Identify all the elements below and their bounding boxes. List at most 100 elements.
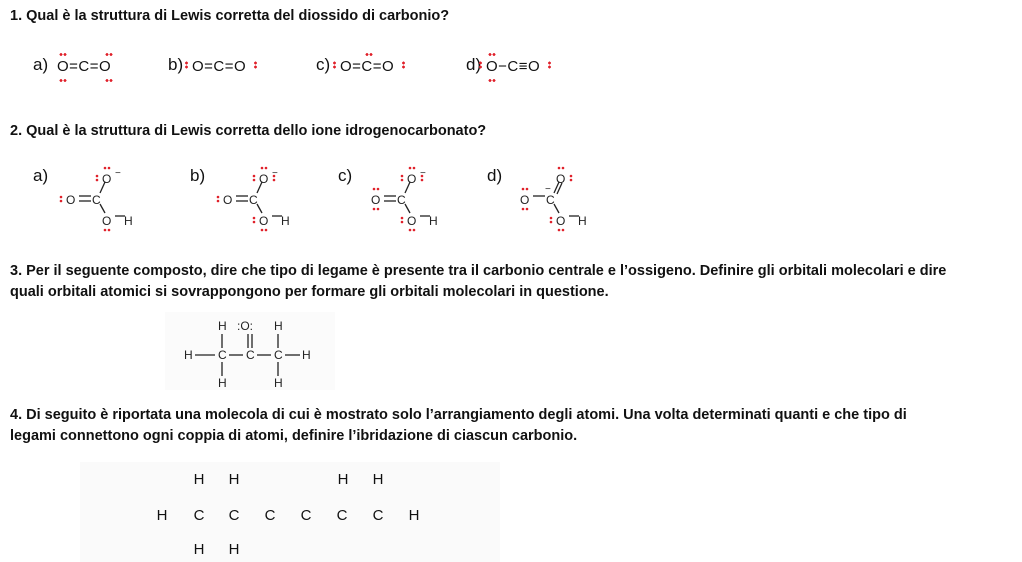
atom-o: O <box>371 193 380 207</box>
lone-pair-dot <box>95 178 99 182</box>
atom-c: C <box>193 507 205 524</box>
question-2-text: 2. Qual è la struttura di Lewis corretta… <box>10 123 487 139</box>
atom-o: O <box>407 172 416 186</box>
lone-pair-dots <box>185 61 188 69</box>
lone-pair-dot <box>549 216 553 220</box>
lone-pair-dot <box>569 178 573 182</box>
atom-h: H <box>184 348 193 362</box>
lone-pair-dot <box>216 199 220 203</box>
lone-pair-dot <box>260 166 264 170</box>
atom-h: H <box>228 541 240 558</box>
atom-o: O <box>102 172 111 186</box>
atom-h: H <box>218 376 227 390</box>
atom-o: O <box>223 193 232 207</box>
atom-h: H <box>337 471 349 488</box>
q2-option-label[interactable]: a) <box>33 166 49 185</box>
atom-o: O <box>556 172 565 186</box>
q2-option-label[interactable]: c) <box>338 166 353 185</box>
lone-pair-dot <box>59 199 63 203</box>
lone-pair-dot <box>107 228 111 232</box>
lone-pair-dot <box>252 220 256 224</box>
atom-h: H <box>274 376 283 390</box>
atom-h: H <box>578 214 587 228</box>
lone-pair-dot <box>252 178 256 182</box>
lone-pair-dots <box>488 53 496 56</box>
lone-pair-dot <box>400 174 404 178</box>
question-4-line-2: legami connettono ogni coppia di atomi, … <box>10 428 578 444</box>
lone-pair-dot <box>408 166 412 170</box>
question-4-line-1: 4. Di seguito è riportata una molecola d… <box>10 407 907 423</box>
atom-c: C <box>218 348 227 362</box>
lone-pair-dot <box>412 166 416 170</box>
q1-option-formula: O−C≡O <box>486 58 541 75</box>
atom-c: C <box>546 193 555 207</box>
lone-pair-dot <box>372 207 376 211</box>
atom-c: C <box>372 507 384 524</box>
lone-pair-dot <box>272 174 276 178</box>
atom-o: :O: <box>237 319 253 333</box>
negative-charge: − <box>545 184 551 195</box>
lone-pair-dot <box>252 174 256 178</box>
lone-pair-dot <box>420 174 424 178</box>
lone-pair-dot <box>103 228 107 232</box>
lone-pair-dot <box>264 166 268 170</box>
lone-pair-dots <box>59 79 67 82</box>
atom-h: H <box>156 507 168 524</box>
q1-option-label[interactable]: d) <box>466 55 482 74</box>
lone-pair-dot <box>400 178 404 182</box>
q1-option-label[interactable]: b) <box>168 55 184 74</box>
q2-option-label[interactable]: d) <box>487 166 503 185</box>
lone-pair-dot <box>561 166 565 170</box>
atom-o: O <box>259 172 268 186</box>
atom-c: C <box>228 507 240 524</box>
atom-h: H <box>429 214 438 228</box>
lone-pair-dot <box>412 228 416 232</box>
lone-pair-dot <box>420 178 424 182</box>
lone-pair-dots <box>333 61 336 69</box>
lone-pair-dot <box>525 187 529 191</box>
atom-c: C <box>92 193 101 207</box>
q1-option-label[interactable]: c) <box>316 55 331 74</box>
lone-pair-dot <box>264 228 268 232</box>
atom-h: H <box>193 471 205 488</box>
atom-o: O <box>407 214 416 228</box>
atom-c: C <box>274 348 283 362</box>
q1-option-label[interactable]: a) <box>33 55 49 74</box>
atom-h: H <box>218 319 227 333</box>
atom-arrangement <box>80 462 500 562</box>
lone-pair-dot <box>95 174 99 178</box>
atom-o: O <box>102 214 111 228</box>
q2-option-label[interactable]: b) <box>190 166 206 185</box>
lone-pair-dot <box>408 228 412 232</box>
atom-h: H <box>372 471 384 488</box>
question-1-text: 1. Qual è la struttura di Lewis corretta… <box>10 8 450 24</box>
lone-pair-dot <box>400 220 404 224</box>
negative-charge: − <box>420 168 426 179</box>
lone-pair-dot <box>376 207 380 211</box>
q1-option-formula: O=C=O <box>192 58 247 75</box>
atom-h: H <box>193 541 205 558</box>
lone-pair-dots <box>401 61 405 69</box>
question-4-text: 4. Di seguito è riportata una molecola d… <box>10 405 1010 447</box>
atom-o: O <box>66 193 75 207</box>
lone-pair-dot <box>557 228 561 232</box>
atom-h: H <box>228 471 240 488</box>
lone-pair-dots <box>253 61 257 69</box>
q1-option-formula: O=C=O <box>57 58 112 75</box>
lone-pair-dot <box>107 166 111 170</box>
lone-pair-dots <box>105 53 113 56</box>
negative-charge: − <box>272 168 278 179</box>
atom-c: C <box>246 348 255 362</box>
lone-pair-dot <box>372 187 376 191</box>
lone-pair-dot <box>272 178 276 182</box>
atom-o: O <box>520 193 529 207</box>
atom-o: O <box>259 214 268 228</box>
lone-pair-dot <box>216 195 220 199</box>
lone-pair-dot <box>521 207 525 211</box>
lone-pair-dot <box>521 187 525 191</box>
lone-pair-dots <box>488 79 496 82</box>
propanone-structure: H :O: H H C C C H H H <box>165 312 335 390</box>
atom-o: O <box>556 214 565 228</box>
atom-c: C <box>300 507 312 524</box>
